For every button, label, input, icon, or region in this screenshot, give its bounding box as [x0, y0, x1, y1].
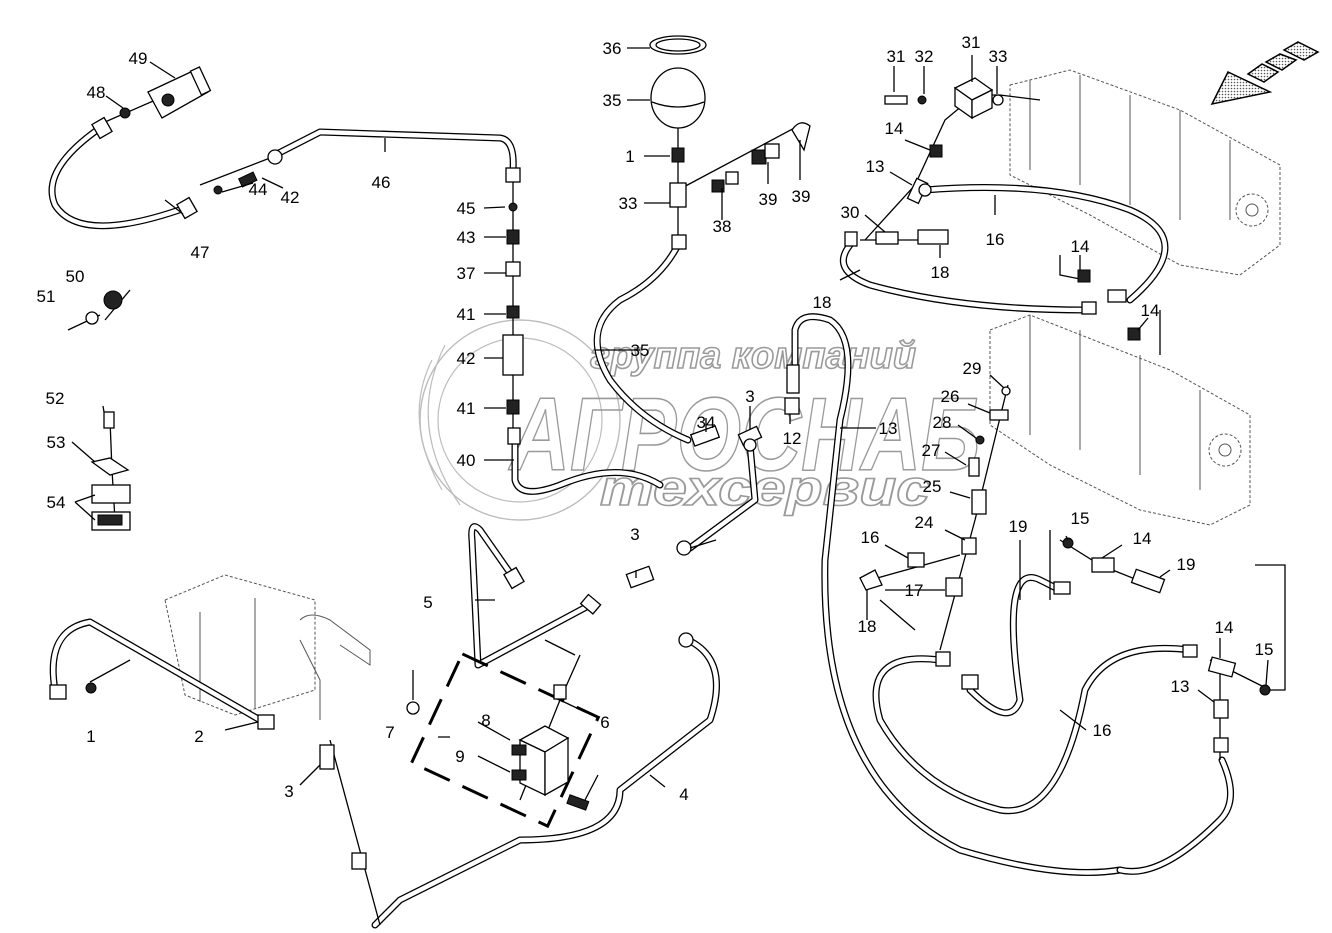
- callout-37: 39: [792, 187, 811, 206]
- tee-31: [669, 182, 687, 208]
- coupler-19-lower: [1130, 568, 1166, 594]
- direction-arrow-icon: [1210, 41, 1320, 106]
- callout-47: 50: [66, 267, 85, 286]
- valve-block-8: [511, 725, 570, 797]
- nut-47: [103, 290, 123, 310]
- callout-1-left: 1: [86, 727, 95, 746]
- callout-35-b: 38: [713, 217, 732, 236]
- callout-20: 24: [915, 513, 934, 532]
- callout-17: 18: [858, 617, 877, 636]
- callout-42-b: 45: [457, 199, 476, 218]
- bolt-53: [566, 794, 590, 811]
- tee-3-left: [319, 744, 335, 770]
- callout-43: 46: [372, 173, 391, 192]
- callout-39: 41: [457, 305, 476, 324]
- callout-28: 31: [887, 47, 906, 66]
- callout-40: 42: [457, 349, 476, 368]
- coupler-19-upper: [917, 229, 949, 245]
- callout-30: 33: [989, 47, 1008, 66]
- callout-3-mid: 3: [745, 387, 754, 406]
- callout-39-b: 41: [457, 399, 476, 418]
- callout-33: 35: [603, 91, 622, 110]
- callout-48: 51: [37, 287, 56, 306]
- callout-19-a: 18: [931, 263, 950, 282]
- fitting-45: [119, 107, 131, 119]
- callout-9: 9: [455, 747, 464, 766]
- valve-block-outline-7: [409, 651, 601, 829]
- callout-14-d: 15: [1071, 509, 1090, 528]
- callout-14-b: 14: [1071, 237, 1090, 256]
- callout-22: 26: [941, 387, 960, 406]
- components: [49, 35, 1271, 870]
- leader-lines: [71, 47, 1269, 801]
- callout-15-b: 16: [1093, 721, 1112, 740]
- bolt-28: [884, 95, 908, 105]
- callout-1-top: 1: [625, 147, 634, 166]
- filter-46: [147, 66, 212, 119]
- callout-34: 36: [603, 39, 622, 58]
- callout-21: 25: [923, 477, 942, 496]
- callout-8: 8: [481, 711, 490, 730]
- callout-2: 2: [194, 727, 203, 746]
- callout-36: 39: [759, 190, 778, 209]
- callout-16-b: 17: [905, 581, 924, 600]
- callout-29: 32: [915, 47, 934, 66]
- callout-41: 42: [281, 188, 300, 207]
- fitting-12: [1213, 699, 1229, 719]
- callout-26: 30: [841, 203, 860, 222]
- callout-19-b: 19: [1177, 555, 1196, 574]
- check-valve-40: [502, 334, 524, 376]
- callout-51: 54: [47, 493, 66, 512]
- callout-13-a: 13: [866, 157, 885, 176]
- pipe-clamp-set: [90, 411, 131, 531]
- callout-25: 29: [963, 359, 982, 378]
- callout-44: 47: [191, 243, 210, 262]
- callout-11: 13: [879, 419, 898, 438]
- callout-13-c: 14: [1215, 618, 1234, 637]
- dust-cap-37: [791, 122, 811, 152]
- callout-46: 49: [129, 49, 148, 68]
- callout-49: 52: [46, 389, 65, 408]
- callout-14-c: 14: [1141, 301, 1160, 320]
- callout-24: 28: [933, 413, 952, 432]
- washer-42: [213, 185, 223, 195]
- callout-50: 53: [47, 433, 66, 452]
- callout-32: 35: [631, 341, 650, 360]
- callout-13-b: 14: [1133, 529, 1152, 548]
- pump-assembly-lower: [989, 314, 1251, 526]
- callout-42: 44: [249, 180, 268, 199]
- valve-block-ghost: [164, 574, 371, 720]
- callout-4: 4: [679, 785, 688, 804]
- callout-31-b: 34: [697, 413, 716, 432]
- callout-3-lower: 3: [630, 525, 639, 544]
- callout-15-a: 16: [986, 230, 1005, 249]
- callout-16-a: 16: [861, 528, 880, 547]
- callout-12: 13: [1171, 677, 1190, 696]
- plug-54: [406, 701, 420, 715]
- pipes: [48, 124, 1234, 929]
- watermark-line1: группа компаний: [590, 335, 916, 377]
- callout-41-b: 43: [457, 228, 476, 247]
- callout-35: 37: [457, 264, 476, 283]
- callout-10: 12: [783, 429, 802, 448]
- callout-18-a: 18: [813, 293, 832, 312]
- callout-7: 7: [385, 723, 394, 742]
- callout-18-b: 19: [1009, 517, 1028, 536]
- callout-5: 5: [423, 593, 432, 612]
- ring-48: [85, 311, 99, 325]
- callout-31: 33: [619, 194, 638, 213]
- callout-14-a: 14: [885, 119, 904, 138]
- callout-3-left: 3: [284, 782, 293, 801]
- callout-6: 6: [600, 713, 609, 732]
- callout-45: 48: [87, 83, 106, 102]
- callouts: 49 48 42 44 47 46 45 43 37 41 42 41 40 5…: [37, 33, 1274, 804]
- callout-14-e: 15: [1255, 640, 1274, 659]
- accumulator-33: [650, 67, 706, 129]
- pump-assembly-upper: [1009, 69, 1281, 276]
- callout-23: 27: [922, 441, 941, 460]
- callout-27: 31: [962, 33, 981, 52]
- callout-38: 40: [457, 451, 476, 470]
- watermark-line3: техсервис: [600, 460, 930, 516]
